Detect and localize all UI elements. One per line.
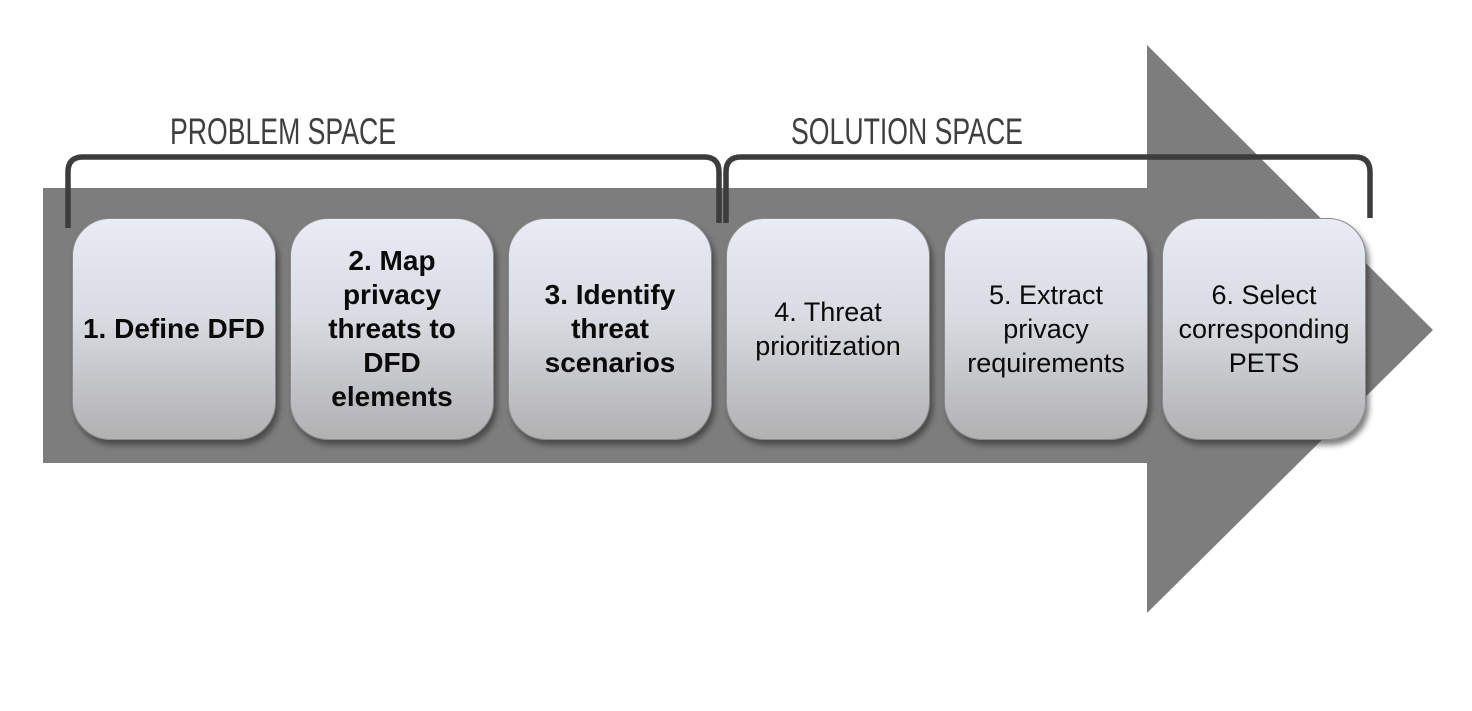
step-label: 5. Extract privacy requirements	[967, 280, 1125, 378]
problem-space-label: PROBLEM SPACE	[169, 111, 397, 152]
step-box-map-privacy-threats: 2. Map privacy threats to DFD elements	[290, 218, 494, 440]
step-box-extract-privacy-requirements: 5. Extract privacy requirements	[944, 218, 1148, 440]
step-box-select-pets: 6. Select corresponding PETS	[1162, 218, 1366, 440]
step-label: 1. Define DFD	[82, 313, 266, 344]
step-label: 3. Identify threat scenarios	[544, 279, 676, 378]
step-box-define-dfd: 1. Define DFD	[72, 218, 276, 440]
solution-space-label: SOLUTION SPACE	[791, 111, 1023, 152]
step-label: 2. Map privacy threats to DFD elements	[328, 245, 456, 412]
step-label: 6. Select corresponding PETS	[1178, 280, 1350, 378]
step-label: 4. Threat prioritization	[755, 297, 901, 361]
step-box-threat-prioritization: 4. Threat prioritization	[726, 218, 930, 440]
step-box-identify-threat-scenarios: 3. Identify threat scenarios	[508, 218, 712, 440]
